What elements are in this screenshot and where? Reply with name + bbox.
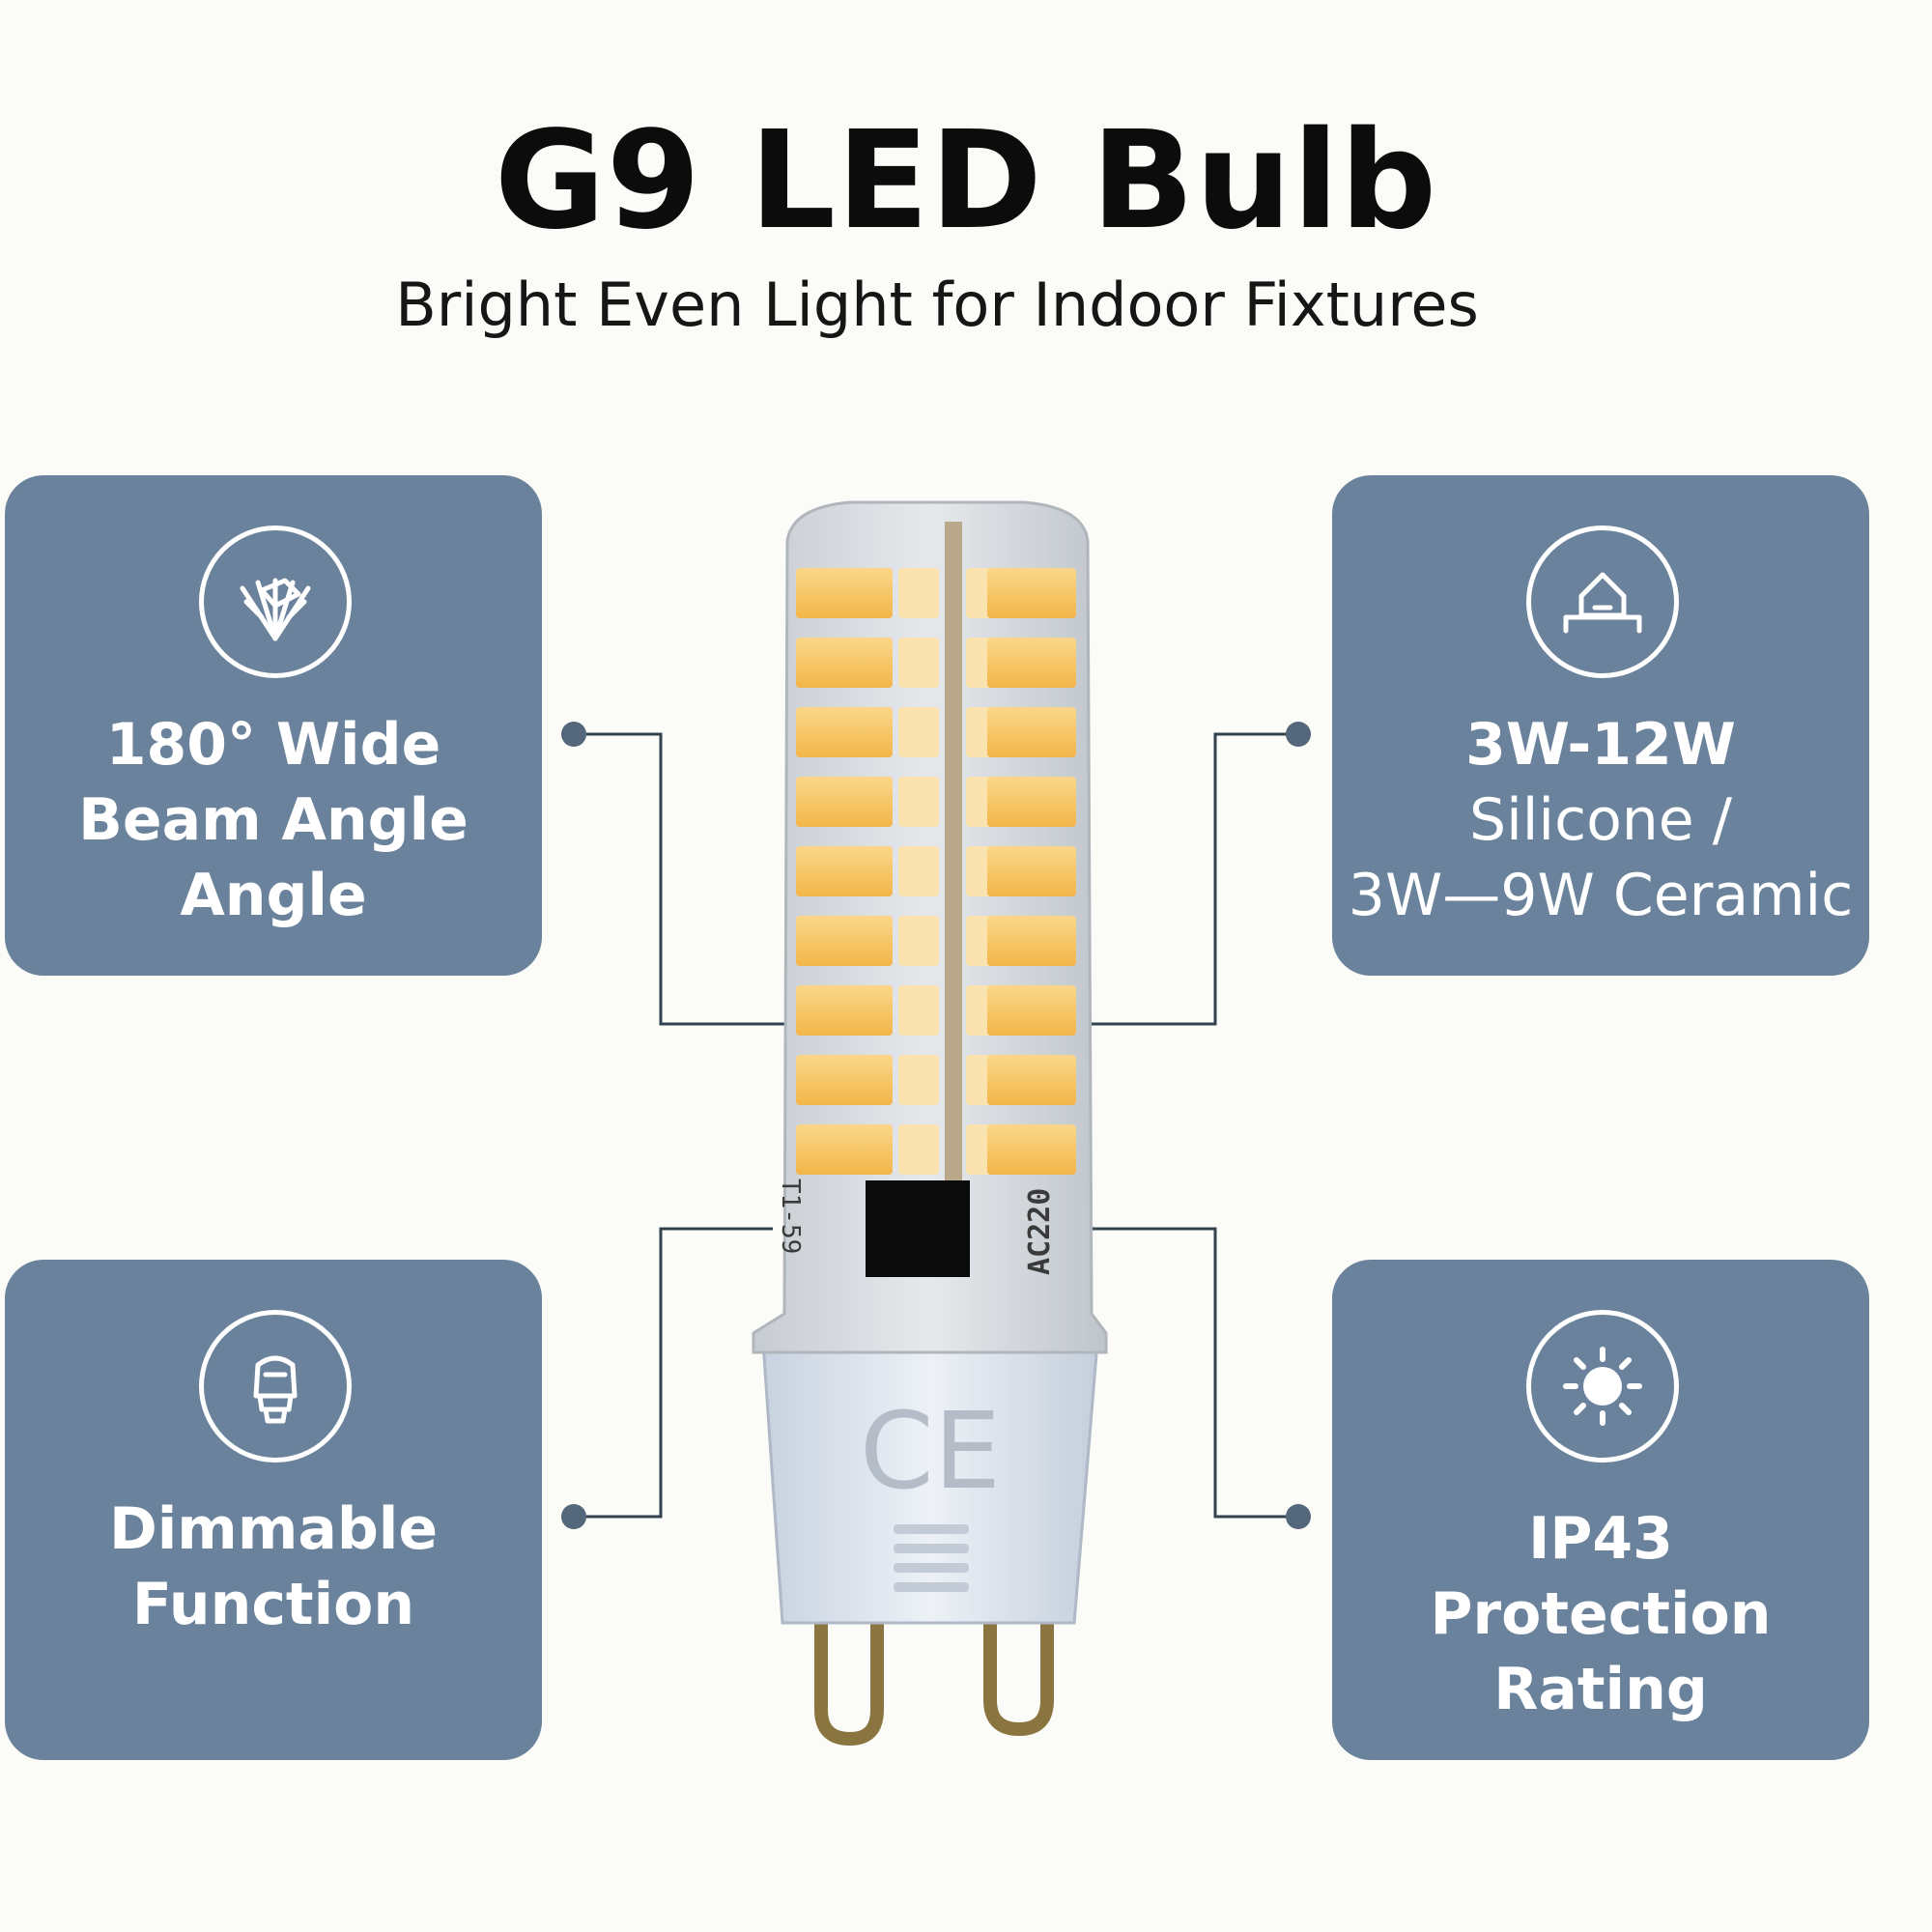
connector-dot-beam-angle <box>561 722 586 747</box>
sun-icon <box>1526 1310 1679 1463</box>
led-chip <box>796 1124 893 1175</box>
led-chip <box>796 846 893 896</box>
led-chip <box>898 846 939 896</box>
led-chip <box>898 916 939 966</box>
bulb-icon <box>199 1310 352 1463</box>
led-chip <box>987 846 1076 896</box>
beam-angle-icon <box>199 526 352 678</box>
led-chip <box>898 985 939 1036</box>
feature-label-beam-angle: 180° Wide Beam Angle Angle <box>78 711 469 929</box>
led-chip <box>796 916 893 966</box>
led-chip <box>796 985 893 1036</box>
feature-card-beam-angle: 180° Wide Beam Angle Angle <box>5 475 542 976</box>
led-chip <box>796 568 893 618</box>
feature-label-dimmable: Dimmable Function <box>108 1495 439 1638</box>
feature-card-protection: IP43 Protection Rating <box>1332 1260 1869 1760</box>
led-chip <box>987 777 1076 827</box>
led-chip <box>987 985 1076 1036</box>
ce-mark: CE <box>860 1389 1001 1513</box>
led-chip <box>987 638 1076 688</box>
house-icon <box>1526 526 1679 678</box>
base-grip-lines <box>894 1524 969 1592</box>
led-chip <box>796 638 893 688</box>
led-chip <box>898 777 939 827</box>
connector-dot-dimmable <box>561 1504 586 1529</box>
driver-chip <box>866 1180 970 1277</box>
feature-label-protection: IP43 Protection Rating <box>1430 1505 1772 1723</box>
led-chip <box>796 777 893 827</box>
led-chip <box>898 1055 939 1105</box>
feature-card-power: 3W-12W Silicone / 3W—9W Ceramic <box>1332 475 1869 976</box>
led-chip-array <box>796 568 1076 1175</box>
led-chip <box>898 568 939 618</box>
led-chip <box>796 1055 893 1105</box>
connector-protection <box>1092 1227 1298 1519</box>
page-subtitle: Bright Even Light for Indoor Fixtures <box>395 270 1479 340</box>
center-strip <box>945 522 962 1198</box>
led-chip <box>987 1055 1076 1105</box>
bulb-pins <box>814 1594 1054 1747</box>
connector-dot-protection <box>1286 1504 1311 1529</box>
led-chip <box>898 707 939 757</box>
connector-power <box>1074 732 1298 1026</box>
led-chip <box>987 707 1076 757</box>
feature-card-dimmable: Dimmable Function <box>5 1260 542 1760</box>
feature-label-power: 3W-12W Silicone / 3W—9W Ceramic <box>1348 711 1854 929</box>
led-chip <box>898 1124 939 1175</box>
page-title: G9 LED Bulb <box>494 102 1438 260</box>
connector-dimmable <box>574 1227 773 1519</box>
led-chip <box>898 638 939 688</box>
connector-dot-power <box>1286 722 1311 747</box>
led-chip <box>987 1124 1076 1175</box>
led-chip <box>987 568 1076 618</box>
model-marking: T1-59 <box>776 1179 805 1254</box>
led-chip <box>796 707 893 757</box>
voltage-marking: AC220 <box>1023 1188 1057 1275</box>
connector-beam-angle <box>574 732 792 1026</box>
led-chip <box>987 916 1076 966</box>
